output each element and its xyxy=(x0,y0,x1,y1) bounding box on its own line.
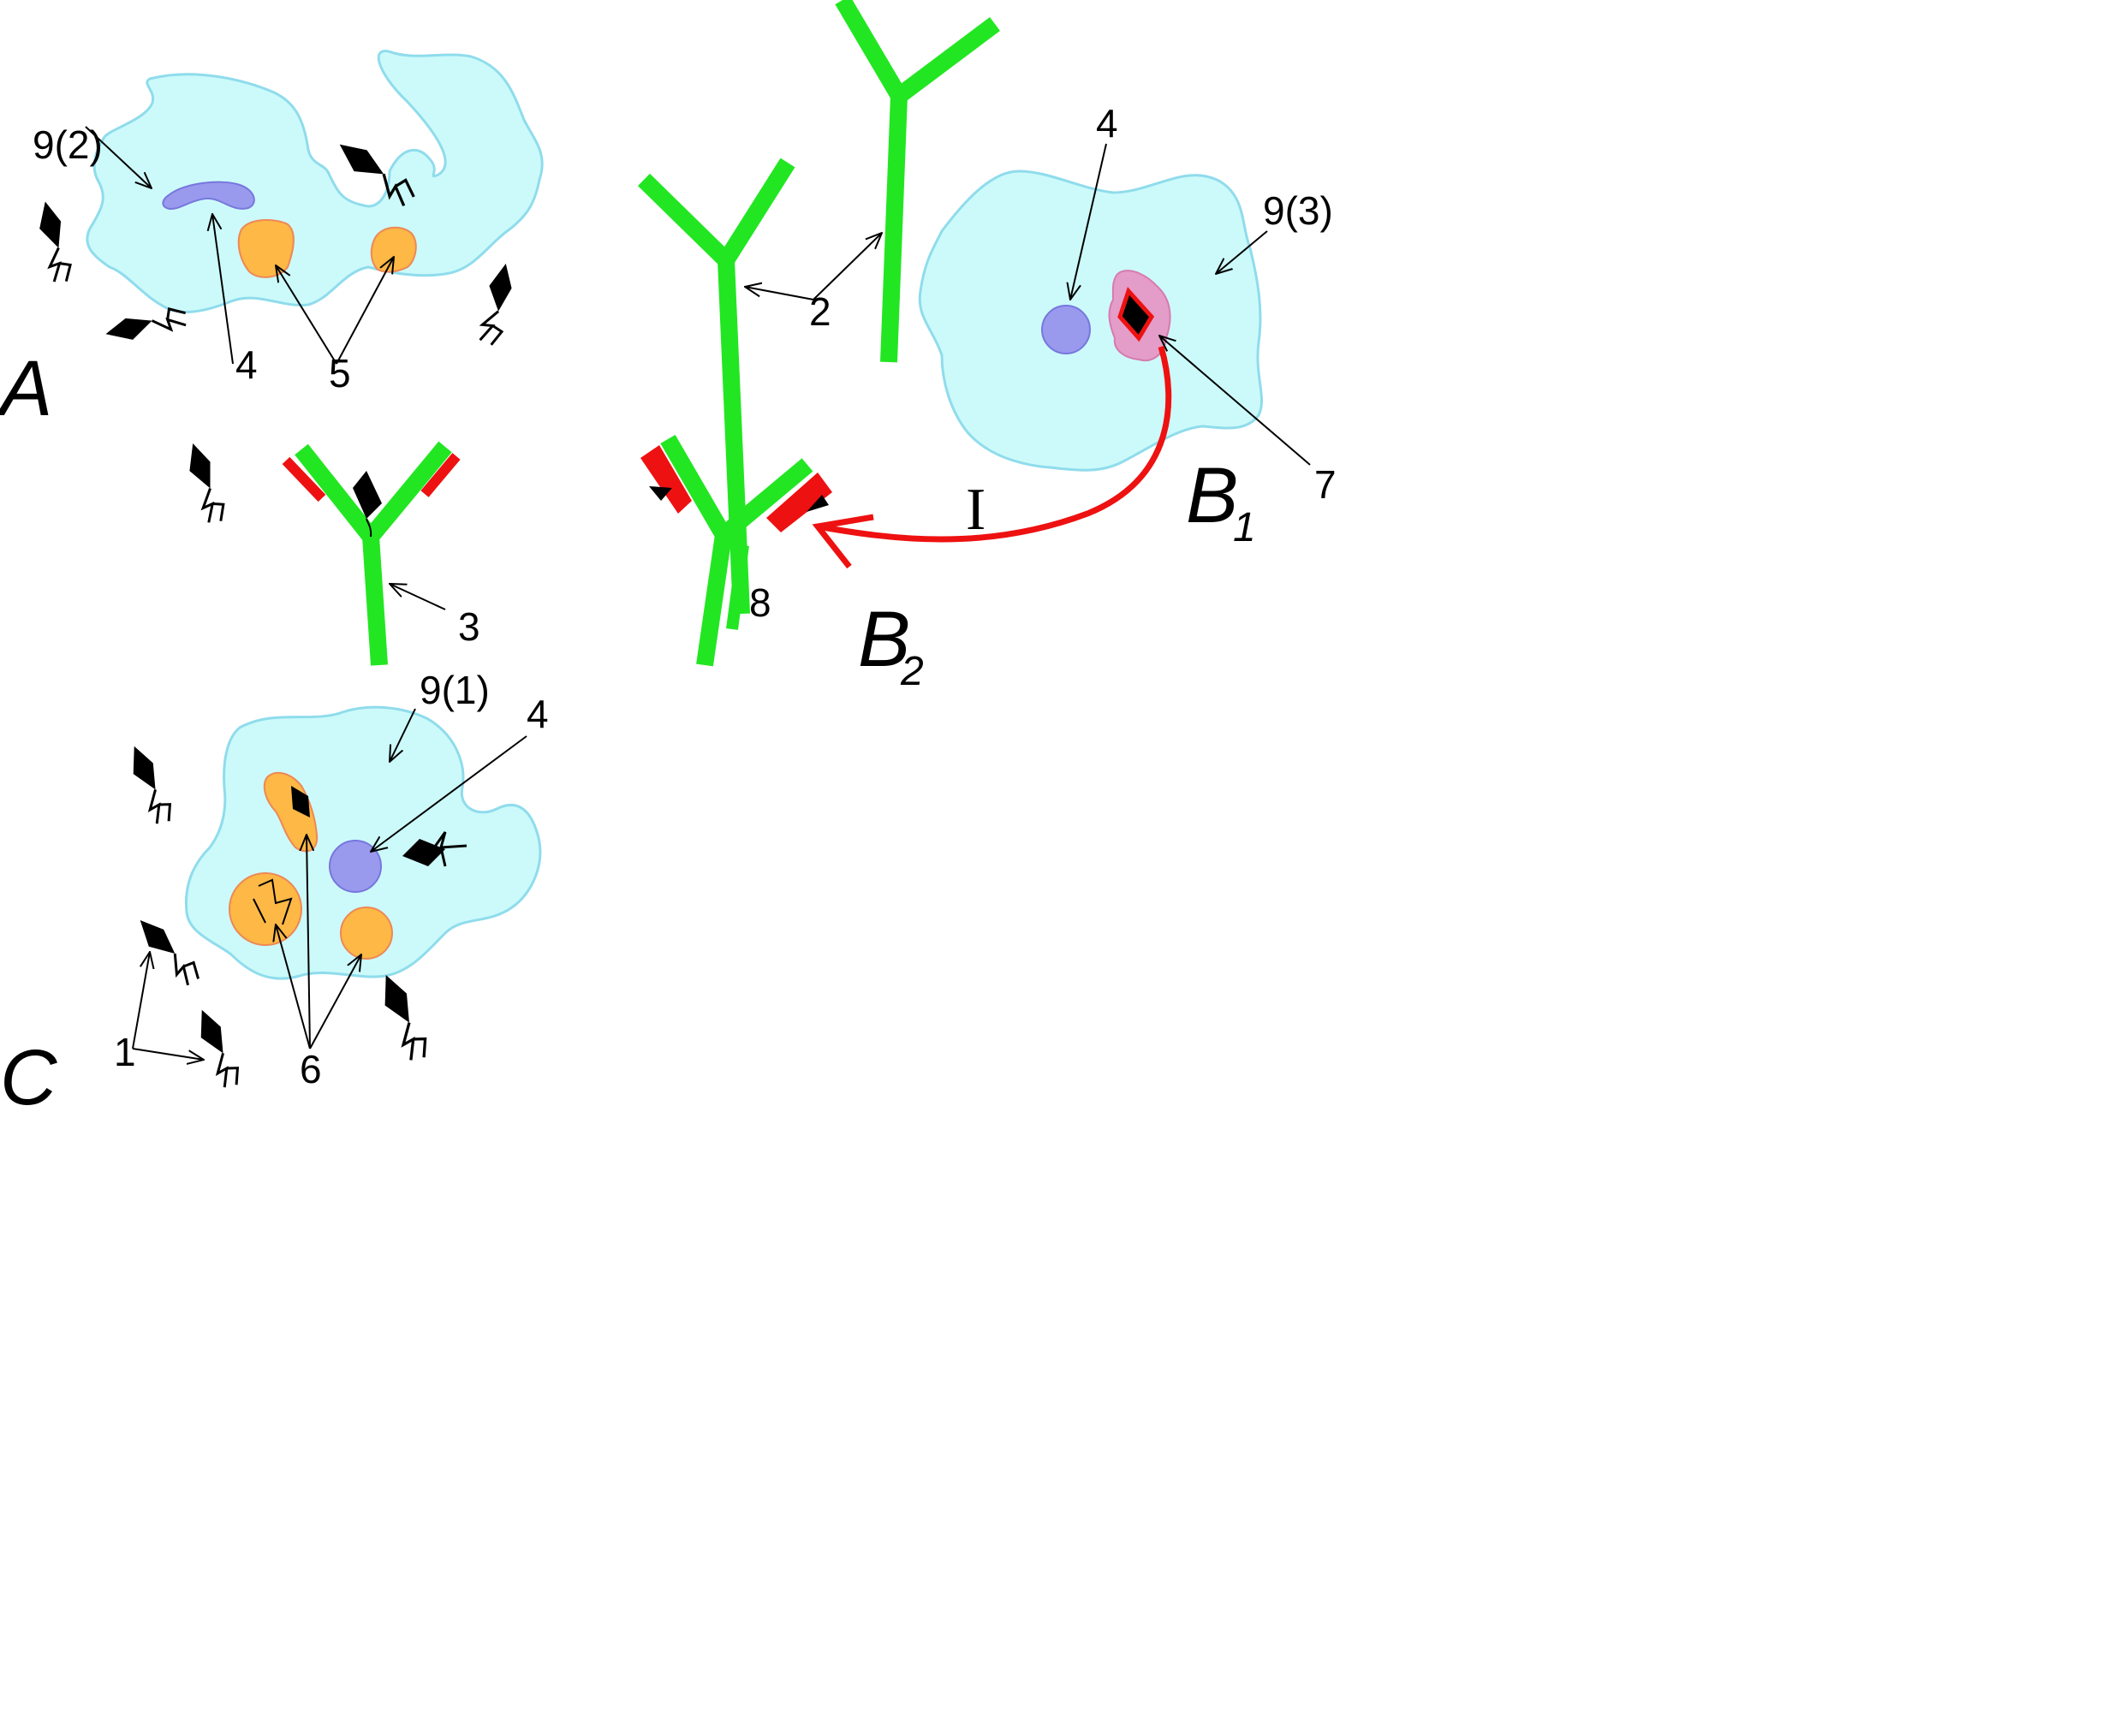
arrow-5-a-1 xyxy=(276,265,337,365)
antigen-b2-right xyxy=(807,495,829,512)
panel-label-b2-sub: 2 xyxy=(900,649,924,694)
arrow-9-3 xyxy=(1216,230,1268,274)
antibodies-free: 2 xyxy=(638,0,1000,615)
label-4-b1: 4 xyxy=(1096,101,1118,146)
red-chain-3-left xyxy=(282,456,326,502)
arrow-3 xyxy=(390,584,446,610)
red-fragment-b2-right xyxy=(766,473,832,532)
roman-label-i: I xyxy=(966,477,986,543)
antibody-with-antigen-3: 3 xyxy=(182,438,480,666)
label-7: 7 xyxy=(1314,462,1337,507)
label-9-2: 9(2) xyxy=(33,122,103,167)
panel-b2: 8 B 2 xyxy=(640,434,924,694)
bacterium-c-3 xyxy=(190,1003,245,1092)
granule-a-2 xyxy=(370,226,417,273)
label-3: 3 xyxy=(458,604,480,649)
granule-c-small xyxy=(340,907,393,960)
bacterium-3 xyxy=(182,438,229,527)
label-4-a: 4 xyxy=(235,342,258,387)
arrow-6-3 xyxy=(309,954,361,1049)
red-arrowhead xyxy=(812,514,874,569)
label-2: 2 xyxy=(809,289,831,334)
label-9-3: 9(3) xyxy=(1263,188,1333,233)
neutrophil-cell-a xyxy=(86,50,544,314)
nucleus-c xyxy=(329,840,382,893)
antibody-free-2 xyxy=(835,0,1000,363)
granule-a-1 xyxy=(237,219,295,278)
arrow-6-1 xyxy=(276,924,311,1049)
antibody-b2 xyxy=(660,434,813,667)
label-9-1: 9(1) xyxy=(420,668,490,712)
label-5: 5 xyxy=(329,351,351,395)
arrow-2-1 xyxy=(745,287,814,300)
presentation-arrow: I xyxy=(812,346,1172,569)
ingested-antigen-b1 xyxy=(1117,287,1155,342)
label-1: 1 xyxy=(114,1030,136,1074)
panel-label-b1: B xyxy=(1186,452,1238,539)
arrow-9-1 xyxy=(390,708,416,762)
arrow-4-a xyxy=(212,214,234,365)
arrow-2-2 xyxy=(813,233,882,300)
red-curve xyxy=(817,346,1172,543)
nucleus-b1 xyxy=(1041,305,1091,354)
panel-c: 9(1) 4 6 1 C xyxy=(0,668,549,1121)
arrow-6-2 xyxy=(307,835,310,1049)
panel-b1: 4 9(3) 7 B 1 xyxy=(918,101,1337,550)
arrow-5-a-2 xyxy=(336,257,394,365)
bacterium-c-1 xyxy=(122,740,177,829)
arrow-9-2 xyxy=(85,126,152,188)
label-8: 8 xyxy=(749,580,771,625)
arrow-7 xyxy=(1159,336,1311,466)
antibody-3 xyxy=(295,441,452,666)
panel-label-a: A xyxy=(0,345,52,432)
red-fragment-b2-left xyxy=(640,445,692,514)
bacterium-a-1 xyxy=(33,198,74,286)
arrow-1-a xyxy=(132,952,150,1049)
arrow-1-b xyxy=(132,1048,204,1060)
red-chain-3-right xyxy=(420,453,461,497)
label-6: 6 xyxy=(300,1047,322,1091)
bacterium-a-3 xyxy=(473,259,521,348)
granule-c-large xyxy=(229,872,302,946)
antigen-3 xyxy=(353,471,382,519)
arrow-4-b1 xyxy=(1070,143,1107,300)
antigen-c-in-granule xyxy=(291,786,310,817)
digested-bug-c xyxy=(253,878,293,925)
arrow-4-c xyxy=(371,735,527,852)
panel-label-b2: B xyxy=(858,596,910,683)
bacterium-c-4 xyxy=(373,968,433,1066)
bacterium-c-inside xyxy=(402,831,467,867)
panel-label-b1-sub: 1 xyxy=(1233,505,1256,550)
panel-a: 9(2) 4 5 A xyxy=(0,50,544,432)
fc-receptor-8 xyxy=(726,544,749,630)
nucleus-a xyxy=(162,181,255,211)
label-4-c: 4 xyxy=(527,692,549,736)
panel-label-c: C xyxy=(0,1034,57,1121)
antigen-b2-left xyxy=(649,486,672,501)
macrophage-cell-b1 xyxy=(918,169,1263,472)
